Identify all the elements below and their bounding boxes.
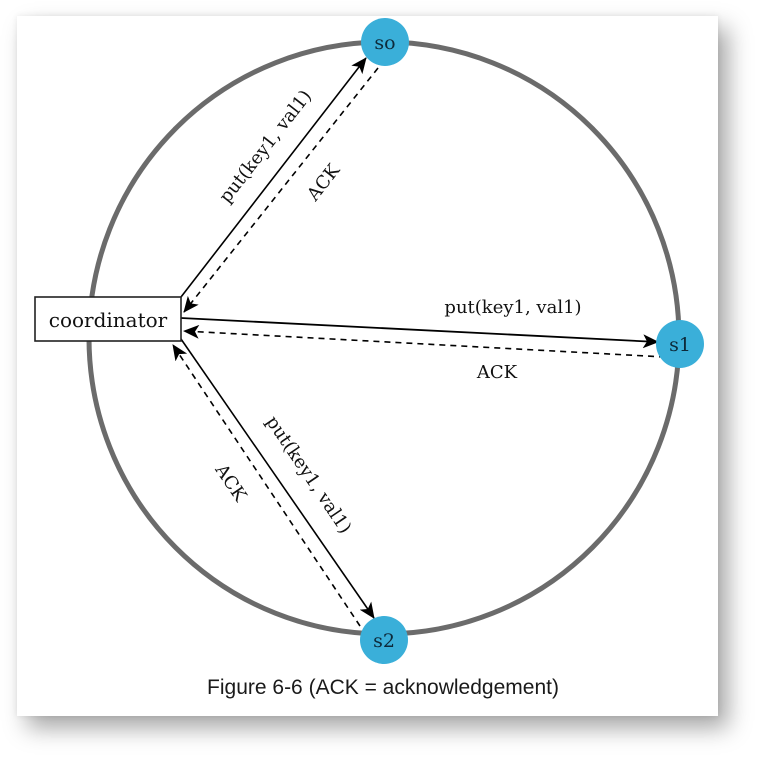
edge-put-s0 <box>180 57 367 298</box>
node-s0: so <box>361 18 409 66</box>
coordinator-node: coordinator <box>34 296 182 342</box>
label-put-s1: put(key1, val1) <box>444 297 581 318</box>
figure-card <box>17 16 718 716</box>
edge-ack-s1 <box>183 324 666 358</box>
node-s1-label: s1 <box>669 334 691 356</box>
label-ack-s1: ACK <box>476 362 518 383</box>
node-s0-label: so <box>374 32 395 54</box>
edge-put-s1 <box>180 317 659 349</box>
edge-ack-s2 <box>172 344 361 627</box>
coordinator-label: coordinator <box>49 308 168 332</box>
label-ack-s2: ACK <box>210 460 251 506</box>
node-s2-label: s2 <box>373 630 395 652</box>
edge-put-s2 <box>180 338 375 619</box>
edge-ack-s0 <box>183 67 379 313</box>
node-s1: s1 <box>656 320 704 368</box>
label-ack-s0: ACK <box>302 160 344 206</box>
figure-caption: Figure 6-6 (ACK = acknowledgement) <box>207 676 559 699</box>
label-put-s0: put(key1, val1) <box>215 86 316 207</box>
node-s2: s2 <box>360 616 408 664</box>
